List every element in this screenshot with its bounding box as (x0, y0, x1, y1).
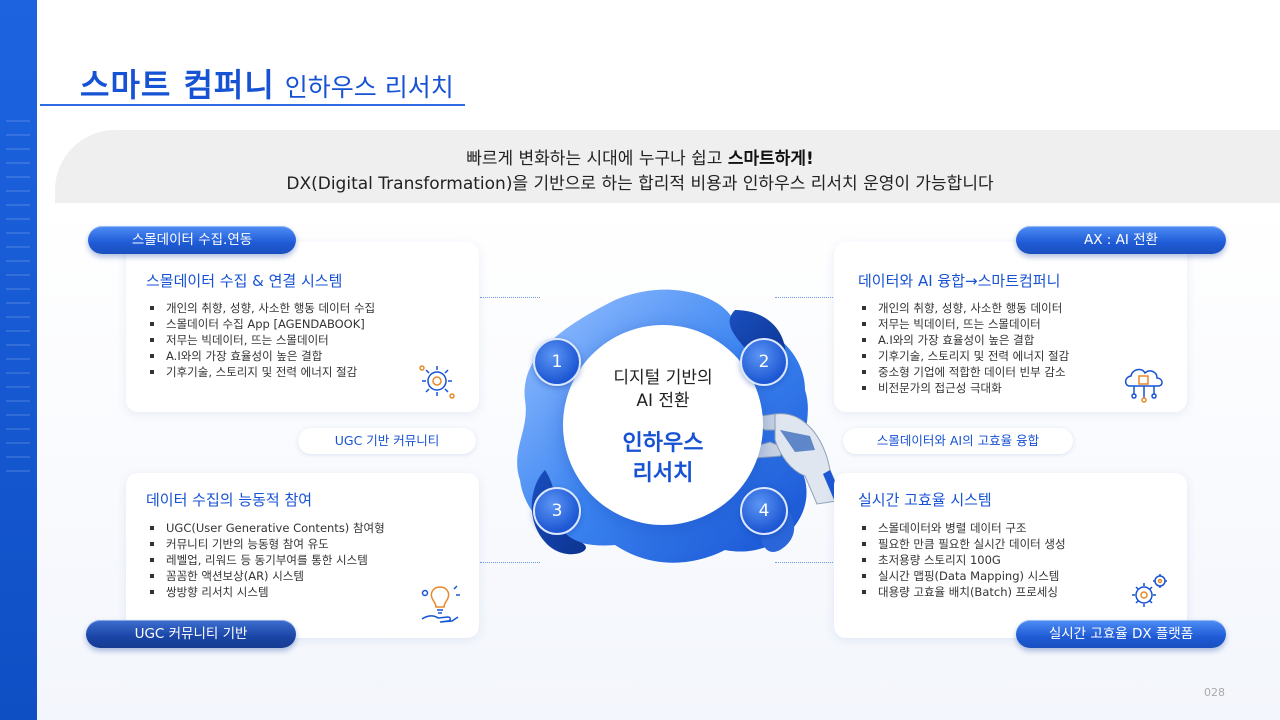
connector-2 (775, 297, 833, 298)
list-item: 레벨업, 리워드 등 동기부여를 통한 시스템 (146, 552, 385, 568)
list-item: 기후기술, 스토리지 및 전력 에너지 절감 (858, 348, 1069, 364)
step-number-1: 1 (533, 338, 581, 386)
page-title: 스마트 컴퍼니 인하우스 리서치 (80, 60, 454, 106)
tag-smalldata-ai: 스몰데이터와 AI의 고효율 융합 (843, 428, 1073, 454)
card-list: UGC(User Generative Contents) 참여형 커뮤니티 기… (146, 520, 385, 600)
connector-1 (480, 297, 540, 298)
list-item: 실시간 맵핑(Data Mapping) 시스템 (858, 568, 1066, 584)
card-title: 데이터 수집의 능동적 참여 (146, 491, 313, 509)
title-sub: 인하우스 리서치 (284, 73, 454, 102)
list-item: 개인의 취향, 성향, 사소한 행동 데이터 수집 (146, 300, 375, 316)
step-number-4: 4 (740, 487, 788, 535)
lightbulb-hand-icon (421, 585, 460, 623)
center-big-1: 인하우스 (622, 431, 704, 456)
center-line-2: AI 전환 (636, 391, 690, 411)
center-line-1: 디지털 기반의 (613, 368, 713, 388)
circuit-pattern (6, 120, 30, 480)
list-item: 비전문가의 접근성 극대화 (858, 380, 1069, 396)
title-underline (40, 104, 465, 106)
tag-ugc-community: UGC 기반 커뮤니티 (298, 428, 476, 454)
card-active-participation: 데이터 수집의 능동적 참여 UGC(User Generative Conte… (126, 473, 479, 638)
card-list: 개인의 취향, 성향, 사소한 행동 데이터 수집 스몰데이터 수집 App [… (146, 300, 375, 380)
list-item: 쌍방향 리서치 시스템 (146, 584, 385, 600)
card-title: 실시간 고효율 시스템 (858, 491, 992, 509)
list-item: 필요한 만큼 필요한 실시간 데이터 생성 (858, 536, 1066, 552)
center-big-2: 리서치 (632, 461, 694, 486)
card-smalldata-collection: 스몰데이터 수집 & 연결 시스템 개인의 취향, 성향, 사소한 행동 데이터… (126, 242, 479, 412)
list-item: 기후기술, 스토리지 및 전력 에너지 절감 (146, 364, 375, 380)
banner-line-1: 빠르게 변화하는 시대에 누구나 쉽고 스마트하게! (0, 144, 1280, 169)
list-item: 커뮤니티 기반의 능동형 참여 유도 (146, 536, 385, 552)
title-main: 스마트 컴퍼니 (80, 66, 275, 104)
list-item: UGC(User Generative Contents) 참여형 (146, 520, 385, 536)
card-list: 개인의 취향, 성향, 사소한 행동 데이터 저무는 빅데이터, 뜨는 스몰데이… (858, 300, 1069, 396)
list-item: 개인의 취향, 성향, 사소한 행동 데이터 (858, 300, 1069, 316)
pill-ax-transition: AX : AI 전환 (1016, 226, 1226, 254)
gears-icon (1132, 574, 1167, 607)
left-accent-bar (0, 0, 37, 720)
list-item: 중소형 기업에 적합한 데이터 빈부 감소 (858, 364, 1069, 380)
list-item: A.I와의 가장 효율성이 높은 결합 (146, 348, 375, 364)
card-data-ai-fusion: 데이터와 AI 융합→스마트컴퍼니 개인의 취향, 성향, 사소한 행동 데이터… (834, 242, 1187, 412)
list-item: 스몰데이터와 병렬 데이터 구조 (858, 520, 1066, 536)
card-realtime-system: 실시간 고효율 시스템 스몰데이터와 병렬 데이터 구조 필요한 만큼 필요한 … (834, 473, 1187, 638)
list-item: A.I와의 가장 효율성이 높은 결합 (858, 332, 1069, 348)
list-item: 초저용량 스토리지 100G (858, 552, 1066, 568)
connector-4 (775, 562, 833, 563)
card-title: 데이터와 AI 융합→스마트컴퍼니 (858, 272, 1061, 290)
banner-line-2: DX(Digital Transformation)을 기반으로 하는 합리적 … (286, 174, 994, 194)
banner-line-1-bold: 스마트하게! (727, 149, 814, 169)
list-item: 저무는 빅데이터, 뜨는 스몰데이터 (858, 316, 1069, 332)
connector-3 (480, 562, 540, 563)
banner-line-1-text: 빠르게 변화하는 시대에 누구나 쉽고 (466, 149, 728, 169)
list-item: 저무는 빅데이터, 뜨는 스몰데이터 (146, 332, 375, 348)
brain-gear-icon (419, 365, 455, 399)
pill-ugc-community: UGC 커뮤니티 기반 (86, 620, 296, 648)
list-item: 스몰데이터 수집 App [AGENDABOOK] (146, 316, 375, 332)
page-number: 028 (1204, 686, 1225, 699)
step-number-2: 2 (740, 338, 788, 386)
list-item: 대용량 고효율 배치(Batch) 프로세싱 (858, 584, 1066, 600)
cloud-chip-icon (1124, 368, 1163, 403)
step-number-3: 3 (533, 487, 581, 535)
list-item: 꼼꼼한 액션보상(AR) 시스템 (146, 568, 385, 584)
intro-banner (55, 130, 1280, 203)
card-list: 스몰데이터와 병렬 데이터 구조 필요한 만큼 필요한 실시간 데이터 생성 초… (858, 520, 1066, 600)
center-caption: 디지털 기반의 AI 전환 (563, 367, 763, 413)
pill-realtime-platform: 실시간 고효율 DX 플랫폼 (1016, 620, 1226, 648)
card-title: 스몰데이터 수집 & 연결 시스템 (146, 272, 343, 290)
pill-smalldata-collection: 스몰데이터 수집.연동 (88, 226, 296, 254)
